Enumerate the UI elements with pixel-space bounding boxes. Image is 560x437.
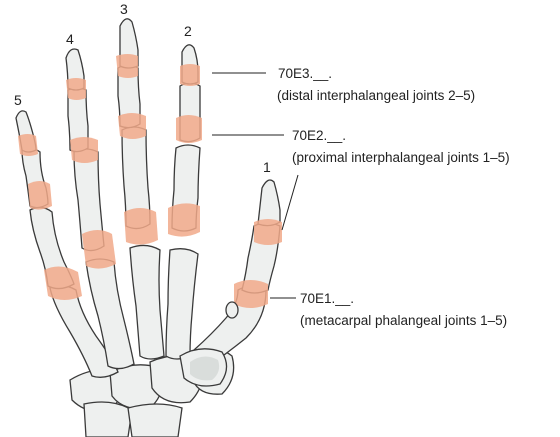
label-code-distal: 70E3.__. (278, 66, 332, 81)
annotation-distal: 70E3.__. (distal interphalangeal joints … (277, 66, 475, 103)
annotation-proximal: 70E2.__. (proximal interphalangeal joint… (292, 128, 510, 165)
label-code-proximal: 70E2.__. (292, 128, 346, 143)
label-description-proximal: (proximal interphalangeal joints 1–5) (292, 150, 510, 165)
digit-3-bones (116, 19, 164, 359)
digit-label-5: 5 (14, 92, 22, 108)
digit-label-1: 1 (263, 159, 271, 175)
leader-line-thumb (282, 175, 298, 230)
label-description-distal: (distal interphalangeal joints 2–5) (277, 88, 475, 103)
digit-label-4: 4 (66, 31, 74, 47)
digit-2-bones (166, 45, 202, 359)
digit-label-3: 3 (120, 1, 128, 17)
label-code-metacarpal: 70E1.__. (300, 291, 354, 306)
digit-label-2: 2 (184, 23, 192, 39)
annotation-metacarpal: 70E1.__. (metacarpal phalangeal joints 1… (300, 291, 507, 328)
label-description-metacarpal: (metacarpal phalangeal joints 1–5) (300, 313, 507, 328)
